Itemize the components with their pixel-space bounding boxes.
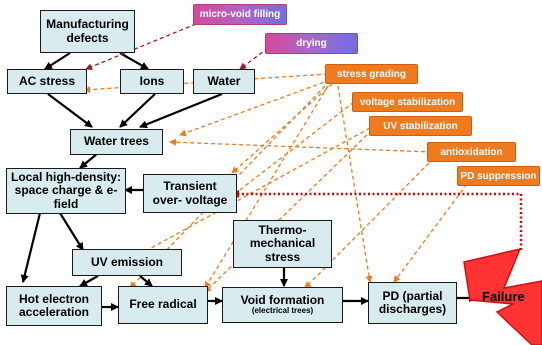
failure-label: Failure [482, 289, 525, 304]
remedy-pd-suppression: PD suppression [457, 166, 540, 186]
node-ions: Ions [120, 69, 184, 94]
node-manufacturing-defects: Manufacturing defects [40, 10, 135, 53]
node-water-trees: Water trees [70, 129, 163, 155]
remedy-uv-stabilization: UV stabilization [369, 116, 472, 136]
node-ac-stress: AC stress [7, 69, 87, 94]
void-formation-subtitle: (electrical trees) [251, 306, 314, 316]
lightning-bolt-icon [463, 247, 542, 345]
node-local-high-density: Local high-density: space charge & e-fie… [6, 168, 126, 214]
remedy-drying: drying [265, 33, 358, 54]
node-free-radical: Free radical [118, 286, 208, 324]
node-partial-discharges: PD (partial discharges) [368, 282, 457, 324]
remedy-voltage-stabilization: voltage stabilization [352, 92, 463, 112]
node-transient-overvoltage: Transient over- voltage [143, 174, 237, 213]
node-water: Water [193, 69, 255, 94]
remedy-micro-void-filling: micro-void filling [193, 4, 287, 25]
dashed-remedy-arrows-dark [85, 23, 269, 70]
node-void-formation: Void formation (electrical trees) [222, 287, 343, 323]
node-uv-emission: UV emission [72, 249, 182, 276]
node-thermo-mechanical-stress: Thermo- mechanical stress [233, 220, 332, 268]
remedy-antioxidation: antioxidation [427, 142, 516, 162]
node-hot-electron-acceleration: Hot electron acceleration [6, 286, 102, 326]
causal-arrows [20, 52, 477, 311]
remedy-stress-grading: stress grading [325, 64, 418, 84]
failure-feedback-path [231, 190, 523, 250]
